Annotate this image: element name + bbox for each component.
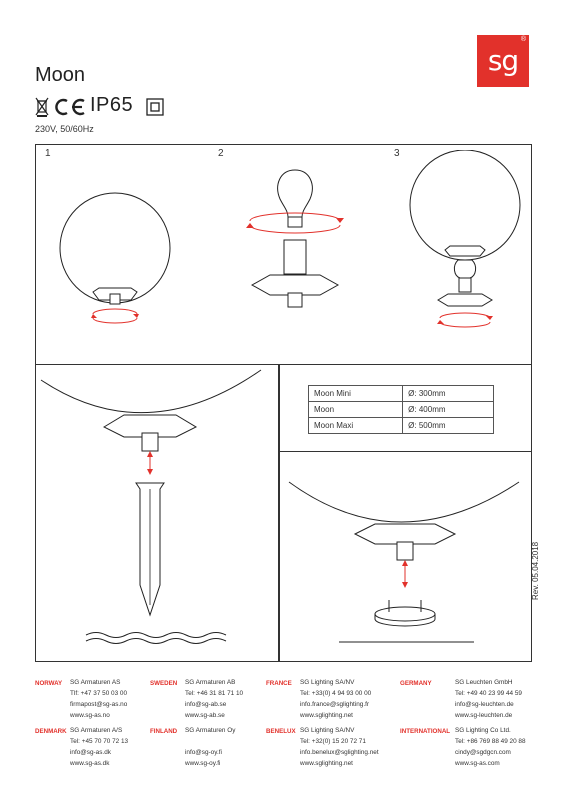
surface-mount-frame [278,451,532,662]
page-title: Moon [35,64,86,86]
website[interactable]: www.sglighting.net [300,712,353,719]
company-name: SG Armaturen Oy [185,727,236,734]
size-diameter: Ø: 500mm [402,417,494,434]
email[interactable]: info.france@sglighting.fr [300,701,370,708]
email[interactable]: info@sg-oy.fi [185,749,222,756]
ground-spike-frame [35,364,280,662]
website[interactable]: www.sg-as.dk [70,760,110,767]
footer-country: FINLAND [150,728,178,735]
footer-contact: SG Armaturen Oy info@sg-oy.fi www.sg-oy.… [185,725,235,769]
email[interactable]: cindy@sgdgcn.com [455,749,511,756]
email[interactable]: info@sg-ab.se [185,701,227,708]
footer-contact: SG Armaturen A/S Tel: +45 70 70 72 13 in… [70,725,128,769]
company-name: SG Armaturen AS [70,679,121,686]
website[interactable]: www.sg-ab.se [185,712,225,719]
email[interactable]: firmapost@sg-as.no [70,701,128,708]
size-model: Moon Maxi [307,417,404,434]
phone [185,736,235,747]
footer-country: DENMARK [35,728,67,735]
website[interactable]: www.sglighting.net [300,760,353,767]
footer-country: INTERNATIONAL [400,728,451,735]
footer-country: BENELUX [266,728,296,735]
surface-mount-illustration [288,481,520,643]
email[interactable]: info@sg-as.dk [70,749,111,756]
company-name: SG Armaturen A/S [70,727,123,734]
phone: Tel: +49 40 23 99 44 59 [455,690,522,697]
website[interactable]: www.sg-as.no [70,712,110,719]
size-model: Moon [307,401,404,418]
footer-country: GERMANY [400,680,432,687]
phone: Tel: +86 769 88 49 20 88 [455,738,526,745]
phone: Tlf: +47 37 50 03 00 [70,690,128,697]
footer-country: NORWAY [35,680,63,687]
size-diameter: Ø: 300mm [402,385,494,402]
class-ii-icon [146,98,164,116]
footer-contact: SG Leuchten GmbH Tel: +49 40 23 99 44 59… [455,677,522,721]
website[interactable]: www.sg-as.com [455,760,500,767]
step-3-assembled-illustration [409,150,521,328]
step-label-1: 1 [45,148,51,159]
footer-contact: SG Lighting SA/NV Tel: +33(0) 4 94 93 00… [300,677,371,721]
company-name: SG Lighting SA/NV [300,679,355,686]
footer-contact: SG Armaturen AS Tlf: +47 37 50 03 00 fir… [70,677,127,721]
company-name: SG Lighting SA/NV [300,727,355,734]
ground-spike-illustration [40,369,262,644]
phone: Tel: +33(0) 4 94 93 00 00 [300,690,372,697]
step-2-bulb-illustration [246,169,344,308]
size-model: Moon Mini [307,385,404,402]
weee-bin-icon [35,97,49,117]
phone: Tel: +46 31 81 71 10 [185,690,244,697]
table-row: Moon Ø: 400mm [307,401,494,418]
step-label-2: 2 [218,148,224,159]
phone: Tel: +45 70 70 72 13 [70,738,129,745]
ce-mark-icon [55,98,85,116]
company-name: SG Lighting Co Ltd. [455,727,511,734]
voltage-rating: 230V, 50/60Hz [35,124,94,134]
step-label-3: 3 [394,148,400,159]
step-1-globe-illustration [59,192,171,324]
company-name: SG Armaturen AB [185,679,236,686]
registered-mark: ® [520,36,526,43]
table-row: Moon Maxi Ø: 500mm [307,417,494,434]
footer-contact: SG Lighting SA/NV Tel: +32(0) 15 20 72 7… [300,725,379,769]
phone: Tel: +32(0) 15 20 72 71 [300,738,366,745]
table-row: Moon Mini Ø: 300mm [307,385,494,402]
footer-country: FRANCE [266,680,292,687]
footer-contact: SG Armaturen AB Tel: +46 31 81 71 10 inf… [185,677,243,721]
email[interactable]: info.benelux@sglighting.net [300,749,379,756]
website[interactable]: www.sg-leuchten.de [455,712,513,719]
size-table: Moon Mini Ø: 300mm Moon Ø: 400mm Moon Ma… [307,385,494,434]
company-name: SG Leuchten GmbH [455,679,513,686]
sg-logo: sg ® [477,35,529,87]
footer-contact: SG Lighting Co Ltd. Tel: +86 769 88 49 2… [455,725,526,769]
footer-country: SWEDEN [150,680,178,687]
website[interactable]: www.sg-oy.fi [185,760,221,767]
revision-date: Rev. 05.04.2018 [531,541,540,600]
email[interactable]: info@sg-leuchten.de [455,701,514,708]
logo-text: sg [487,44,519,77]
ip-rating: IP65 [90,94,134,116]
size-diameter: Ø: 400mm [402,401,494,418]
